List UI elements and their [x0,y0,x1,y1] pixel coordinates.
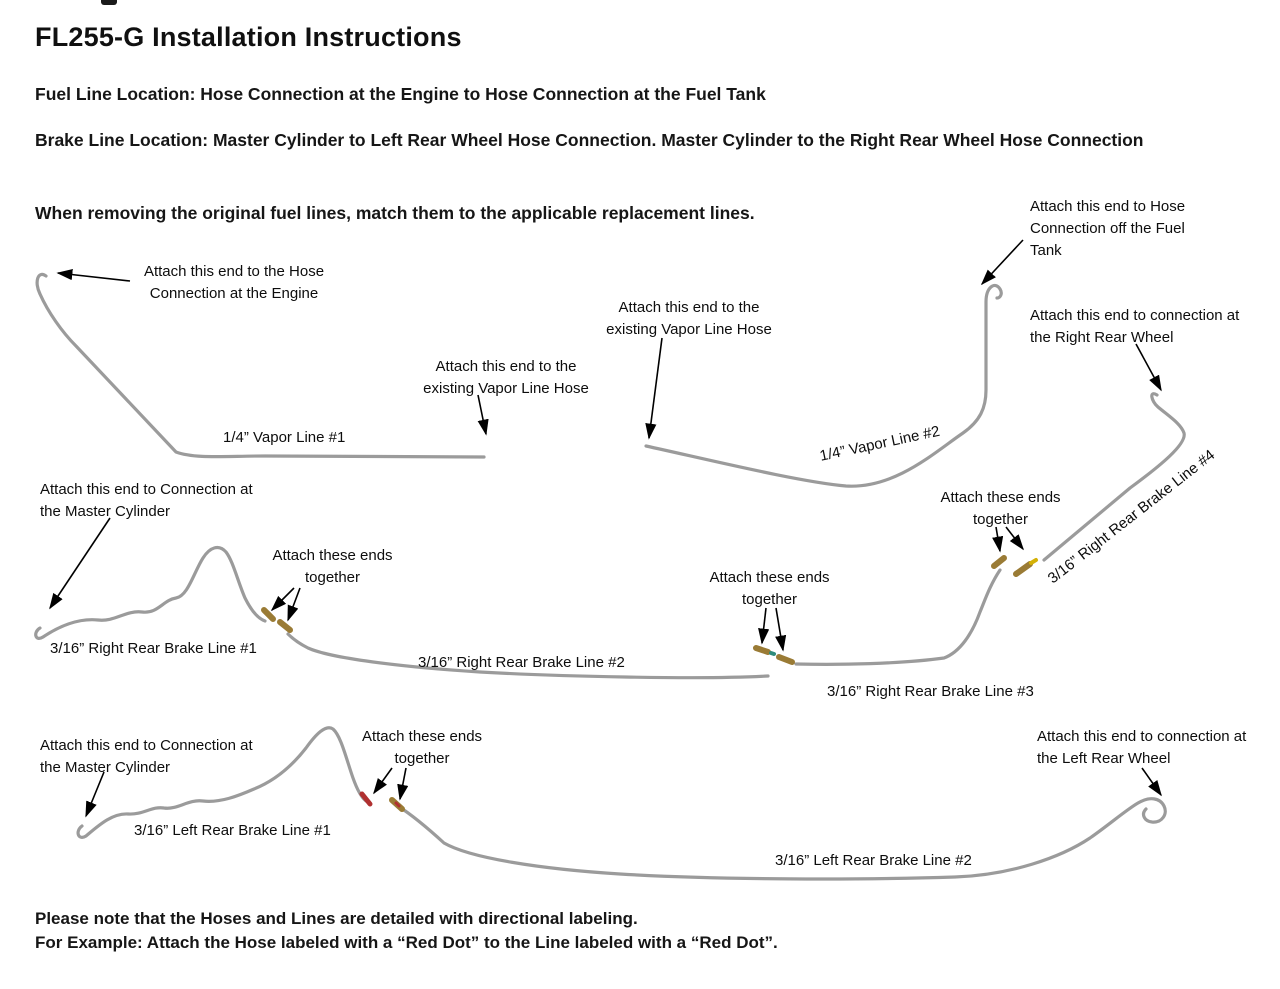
annotation-fuel-tank-hose: Attach this end to Hose Connection off t… [1030,198,1186,259]
dot-red-left-rear [394,801,401,808]
fuel-line-location-text: Fuel Line Location: Hose Connection at t… [35,84,766,104]
cropped-header-mark [101,0,117,5]
annotation-ends-together-lr: Attach these ends together [361,728,483,767]
fitting-right-rear-1-b [277,619,293,633]
annotation-master-cylinder-left: Attach this end to Connection at the Mas… [40,737,253,776]
matching-note-text: When removing the original fuel lines, m… [35,203,755,223]
footer-note-labeling: Please note that the Hoses and Lines are… [35,909,638,928]
right-rear-brake-line-4-path [1042,392,1186,562]
left-rear-brake-line-1-path [76,726,368,839]
annotation-ends-together-rr4: Attach these ends together [940,489,1061,528]
label-right-rear-brake-line-2: 3/16” Right Rear Brake Line #2 [418,654,625,671]
page-title: FL255-G Installation Instructions [35,22,462,52]
arrow-right-rear-wheel [1135,343,1162,392]
arrow-fuel-tank [980,239,1024,286]
vapor-line-1-path [35,272,486,459]
arrow-vapor2-hose [645,337,663,440]
annotation-left-rear-wheel: Attach this end to connection at the Lef… [1037,728,1247,767]
annotation-master-cylinder-right: Attach this end to Connection at the Mas… [40,481,253,520]
dot-yellow-right-rear [1029,558,1038,565]
arrow-ends-rr1-b [287,587,301,622]
arrow-engine-hose [56,269,131,282]
fitting-right-rear-3 [776,654,795,665]
label-right-rear-brake-line-1: 3/16” Right Rear Brake Line #1 [50,640,257,657]
arrow-ends-lr-b [397,767,409,801]
arrow-vapor1-hose [477,394,489,436]
right-rear-brake-line-2-path [286,632,770,680]
right-rear-brake-line-3-path [794,568,1002,666]
arrow-ends-rr23-a [758,607,770,645]
right-rear-brake-line-1-path [34,545,267,640]
arrow-ends-rr4-b [1005,526,1024,551]
annotation-vapor1-hose: Attach this end to the existing Vapor Li… [423,358,589,397]
brake-line-location-text: Brake Line Location: Master Cylinder to … [35,130,1144,150]
arrow-ends-rr1-a [270,587,295,612]
arrow-left-rear-wheel [1141,767,1162,797]
arrow-ends-rr23-b [775,607,787,652]
fitting-right-rear-4-a [991,555,1007,569]
annotation-engine-hose: Attach this end to the Hose Connection a… [143,263,325,302]
footer-note-example: For Example: Attach the Hose labeled wit… [35,933,778,952]
fitting-right-rear-4-b [1013,561,1033,577]
fitting-right-rear-1-a [261,607,276,622]
vapor-line-2-path [644,283,1003,488]
label-vapor-line-1: 1/4” Vapor Line #1 [223,429,346,446]
annotation-right-rear-wheel: Attach this end to connection at the Rig… [1030,307,1240,346]
arrow-ends-rr4-a [992,526,1004,553]
arrow-master-cylinder-right [49,517,111,610]
label-right-rear-brake-line-3: 3/16” Right Rear Brake Line #3 [827,683,1034,700]
annotation-ends-together-rr1: Attach these ends together [272,547,393,586]
fitting-left-rear-red-a [359,791,373,807]
dot-teal-right-rear [769,651,776,656]
annotation-ends-together-rr23: Attach these ends together [709,569,830,608]
left-rear-brake-line-2-path [396,797,1167,881]
label-left-rear-brake-line-1: 3/16” Left Rear Brake Line #1 [134,822,331,839]
fitting-right-rear-2 [753,645,771,655]
annotation-vapor2-hose: Attach this end to the existing Vapor Li… [606,299,772,338]
arrow-ends-lr-a [373,767,393,795]
arrow-master-cylinder-left [85,771,105,818]
label-left-rear-brake-line-2: 3/16” Left Rear Brake Line #2 [775,852,972,869]
